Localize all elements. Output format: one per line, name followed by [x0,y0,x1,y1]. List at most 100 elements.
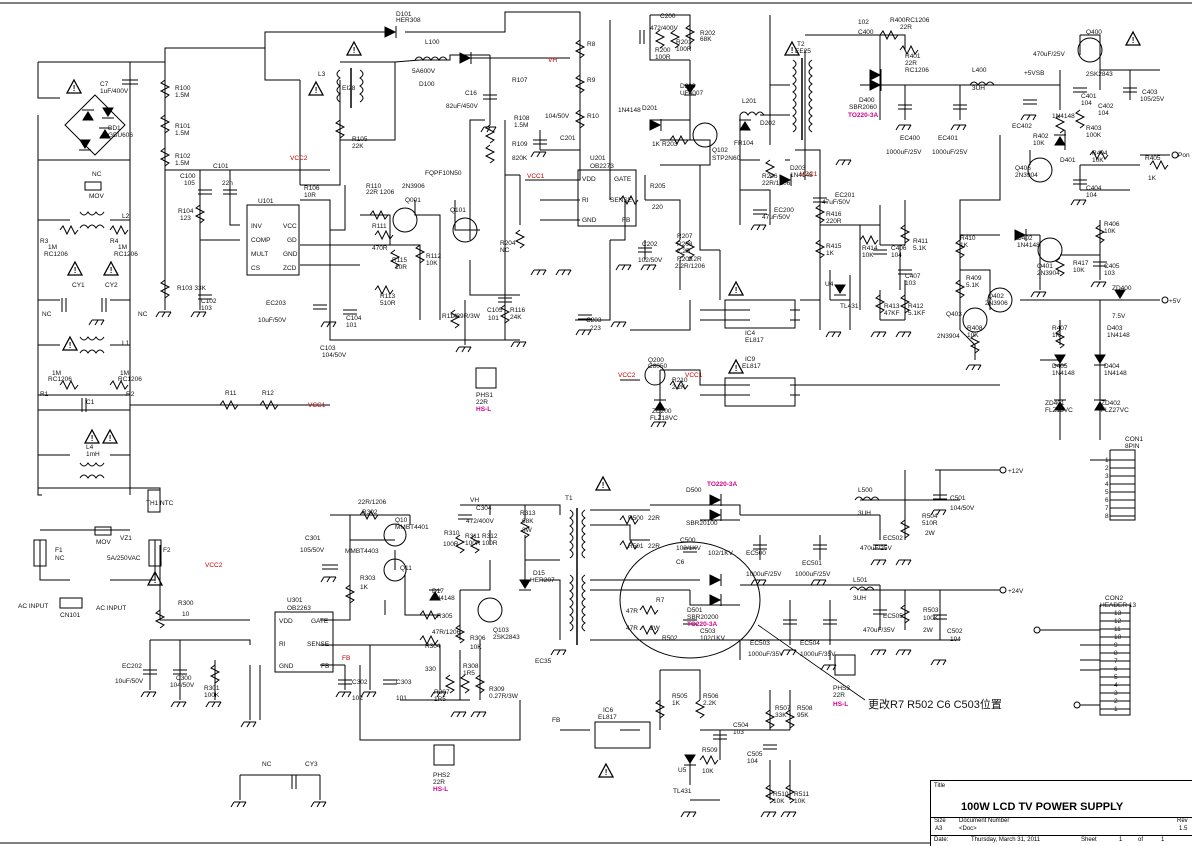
label-bd1: BD1 [108,125,121,132]
net-vcc2-c: VCC2 [205,562,223,569]
label-r307: R307 [434,689,450,696]
label-r109v: 820K [512,155,528,162]
label-c406: C406 [891,245,907,252]
label-l3: L3 [318,71,326,78]
label-con2v: HEADER 13 [1100,602,1137,609]
label-r202: R202 [700,30,716,37]
label-c403v: 105/25V [1140,96,1165,103]
label-c403: C403 [1142,89,1158,96]
label-d403: D403 [1107,325,1123,332]
rev-value: 1.5 [1179,826,1188,832]
con2-pin-number: 6 [1114,666,1118,673]
label-c405v: 103 [1104,270,1115,277]
label-r4p: RC1206 [114,251,138,258]
label-d501: D501 [687,607,703,614]
label-c304v: 472/400V [466,518,494,525]
label-phs3p: HS-L [833,701,848,708]
con2-pin-number: 13 [1114,610,1122,617]
ic-u101-pin-vcc: VCC [283,223,297,230]
label-phs1v: 22R [476,399,488,406]
label-r404v: 10K [1092,157,1104,164]
label-ec502v: 470uF/25V [860,545,892,552]
label-q103v: 2SK2843 [493,634,520,641]
label-r503: R503 [923,607,939,614]
label-d17v: 1N4148 [432,595,455,602]
label-r102: R102 [175,153,191,160]
label-cy2: CY2 [105,282,118,289]
label-c104v: 101 [346,322,357,329]
label-c102: C102 [201,298,217,305]
date-row: Date: Thursday, March 31, 2011 Sheet 1 o… [931,835,1192,846]
label-zd401: ZD401 [1045,400,1065,407]
label-d500: D500 [686,487,702,494]
label-c100: C100 [180,173,196,180]
label-c16: C16 [465,90,477,97]
components [33,24,1169,804]
label-r310: R310 [444,530,460,537]
label-c202v: 102/50V [638,257,663,264]
label-r100v: 1.5M [175,92,189,99]
label-nc2: NC [42,311,52,318]
con1-pin-number: 2 [1105,465,1109,472]
label-r7: R7 [656,597,665,604]
label-ntc: NTC [160,500,174,507]
label-fr104: FR104 [734,140,754,147]
label-d404v: 1N4148 [1104,370,1127,377]
ic-u201: U201 OB2273 VDD RI GND GATE SENSE FB [577,155,637,227]
label-c302v: 102 [352,695,363,702]
label-r3: R3 [40,238,49,245]
label-r403: R403 [1086,125,1102,132]
label-r107: R107 [512,77,528,84]
label-r116v: 24K [510,314,522,321]
label-r11: R11 [225,390,237,397]
label-d401p: 1N4148 [1052,113,1075,120]
label-q102v: STP2N60 [712,155,741,162]
label-r9: R9 [587,77,596,84]
transistor-symbols [383,37,1103,623]
label-r511v: 10K [794,798,806,805]
label-r416: R416 [826,211,842,218]
label-r510v: 10K [773,798,785,805]
label-r302a: 22R/1206 [358,499,387,506]
label-zd200v: FLZ18VC [650,415,678,422]
label-r116: R116 [510,307,525,314]
label-d200: D200 [680,83,696,90]
label-phs1: PHS1 [476,392,493,399]
label-r207: R207 [677,233,693,240]
label-r311: R311 [465,533,480,540]
label-ec201v: 47uF/50V [822,199,851,206]
label-d202: D202 [760,120,776,127]
label-t2: T2 [797,41,805,48]
label-r102v: 1.5M [175,160,189,167]
label-c502v: 104 [950,636,961,643]
label-nc1: NC [92,171,102,178]
label-acin1: AC INPUT [18,603,48,610]
net-vcc1-b: VCC1 [800,171,818,178]
size-value: A3 [935,826,943,832]
label-r507v: 33K [775,712,787,719]
label-r309v: 0.27R/3W [489,693,519,700]
label-ec201: EC201 [835,192,855,199]
label-t1: T1 [565,495,573,502]
label-ec200: EC200 [774,207,794,214]
ic-u201-pin-gate: GATE [614,176,632,183]
label-r506: R506 [703,693,719,700]
label-q402: Q402 [988,293,1004,300]
label-zd400v: 7.5V [1112,313,1126,320]
net-v5: +5V [1169,298,1181,305]
label-q001: 2N3906 [402,183,425,190]
label-r101: R101 [175,123,191,130]
ic-u201-name: U201 [590,155,606,162]
label-c104: C104 [346,315,362,322]
label-r105: R105 [352,136,368,143]
label-c105v: 101 [488,315,499,322]
label-r311v: 100R [465,540,481,547]
label-c302: C302 [352,679,368,686]
annotation-ellipse [619,541,761,659]
label-r409: R409 [966,275,982,282]
label-c401v: 104 [1081,100,1092,107]
label-ic9v: EL817 [742,363,761,370]
label-r500v: 22R [648,515,660,522]
label-zd401v: FLZ15VC [1045,407,1073,414]
